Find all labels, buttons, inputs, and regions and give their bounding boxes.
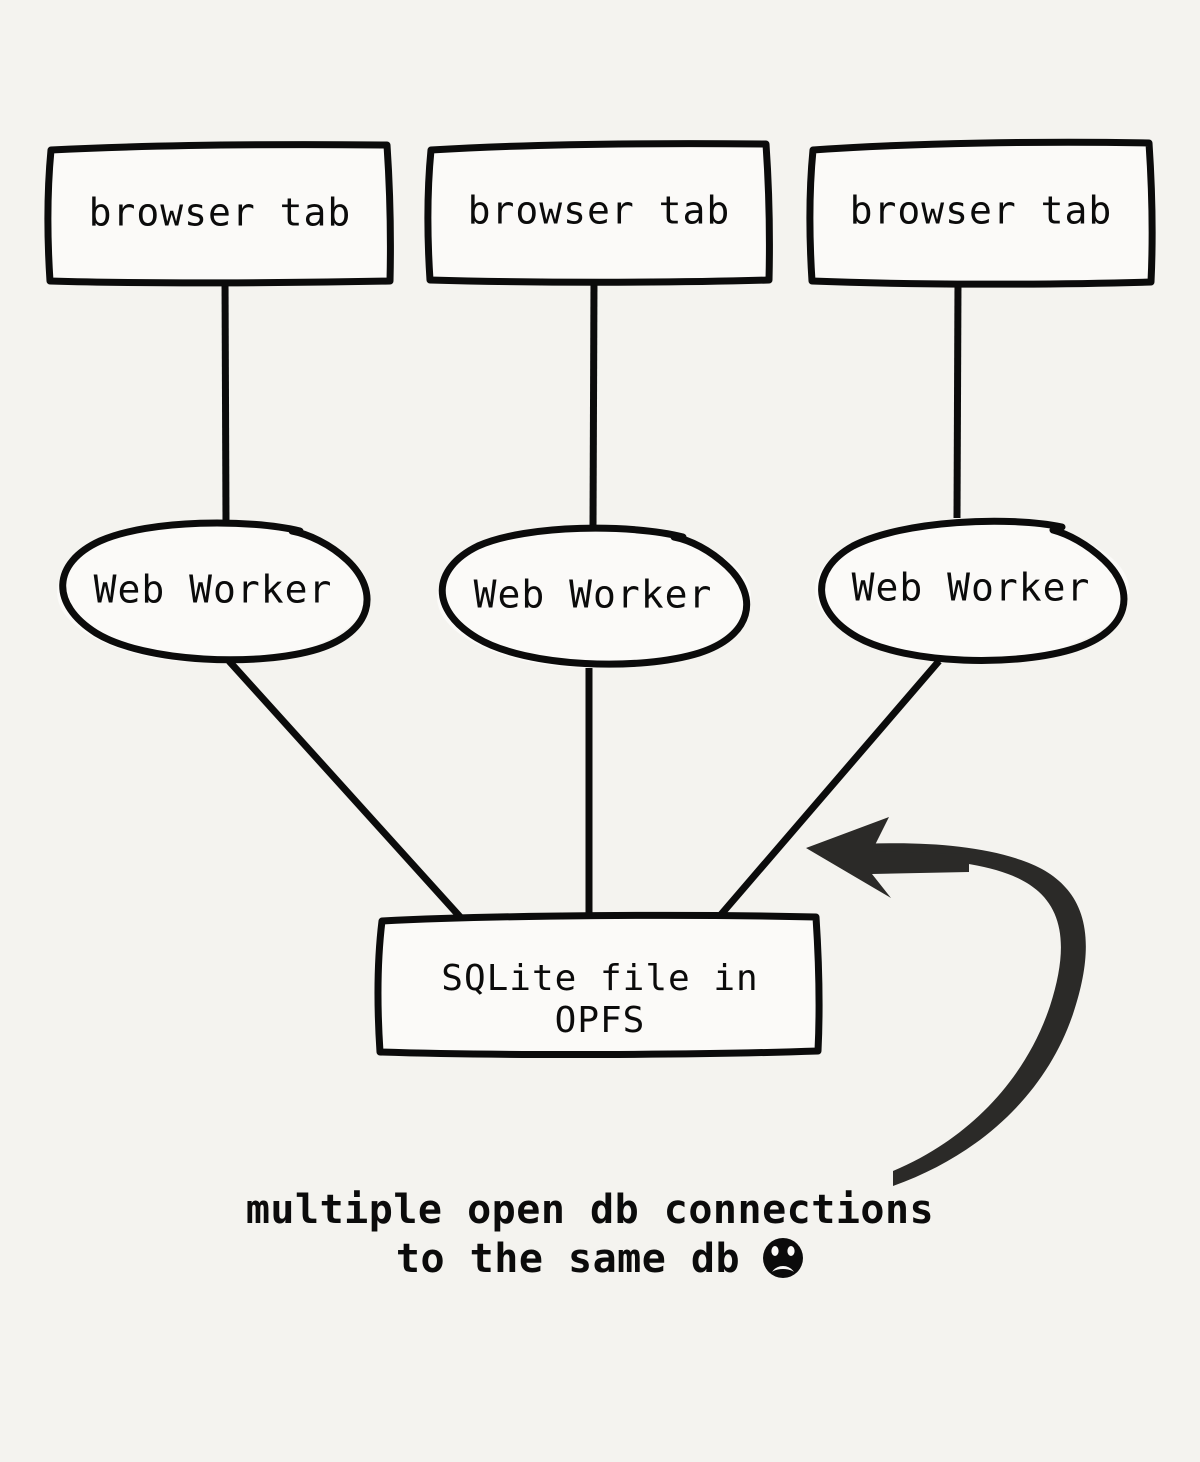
- tab2-label: browser tab: [468, 189, 731, 233]
- connector-tab3-worker3: [953, 279, 962, 519]
- worker3-ellipse-outline: [818, 517, 1128, 664]
- storage-box-fill: [379, 915, 820, 1053]
- connector-worker1-storage: [226, 658, 465, 922]
- annotation-arrow: [806, 817, 1086, 1186]
- connector-tab1-worker1: [221, 276, 230, 524]
- tab-to-worker-connectors: [221, 276, 962, 528]
- tab3-label: browser tab: [850, 189, 1113, 233]
- worker3-label: Web Worker: [852, 566, 1091, 610]
- browser-tab-node-3[interactable]: browser tab: [806, 138, 1156, 288]
- storage-label-line1: SQLite file in: [441, 958, 758, 999]
- worker1-ellipse-outline: [59, 519, 371, 664]
- web-worker-node-1[interactable]: Web Worker: [57, 519, 371, 664]
- caption-line1: multiple open db connections: [246, 1187, 934, 1233]
- tab2-box-outline: [424, 140, 773, 286]
- tab3-box-outline: [806, 138, 1156, 288]
- browser-tab-node-1[interactable]: browser tab: [44, 141, 394, 287]
- worker2-ellipse-fill: [437, 526, 751, 668]
- web-worker-node-2[interactable]: Web Worker: [437, 524, 751, 668]
- annotation-arrowhead-icon: [806, 817, 969, 898]
- storage-box-outline: [374, 911, 823, 1059]
- annotation-caption: multiple open db connections to the same…: [246, 1187, 934, 1282]
- tab1-box-outline: [44, 141, 394, 287]
- caption-line2: to the same db: [396, 1236, 740, 1282]
- worker-to-storage-connectors: [226, 658, 942, 922]
- worker3-ellipse-fill: [815, 519, 1129, 661]
- sqlite-opfs-node[interactable]: SQLite file in OPFS: [374, 911, 823, 1059]
- tab2-box-fill: [430, 143, 770, 281]
- storage-label-line2: OPFS: [555, 1000, 646, 1041]
- worker2-ellipse-outline: [438, 524, 751, 668]
- connector-worker3-storage: [715, 658, 942, 921]
- web-worker-node-3[interactable]: Web Worker: [815, 517, 1129, 664]
- worker1-ellipse-fill: [57, 521, 369, 663]
- annotation-arrow-curve-icon: [845, 843, 1086, 1186]
- worker2-label: Web Worker: [474, 573, 713, 617]
- worker1-label: Web Worker: [94, 568, 333, 612]
- browser-tab-node-2[interactable]: browser tab: [424, 140, 773, 286]
- connector-tab2-worker2: [589, 279, 598, 528]
- tab1-box-fill: [49, 144, 391, 282]
- tab3-box-fill: [812, 141, 1152, 283]
- tab1-label: browser tab: [89, 191, 352, 235]
- frowning-face-icon: [763, 1238, 803, 1278]
